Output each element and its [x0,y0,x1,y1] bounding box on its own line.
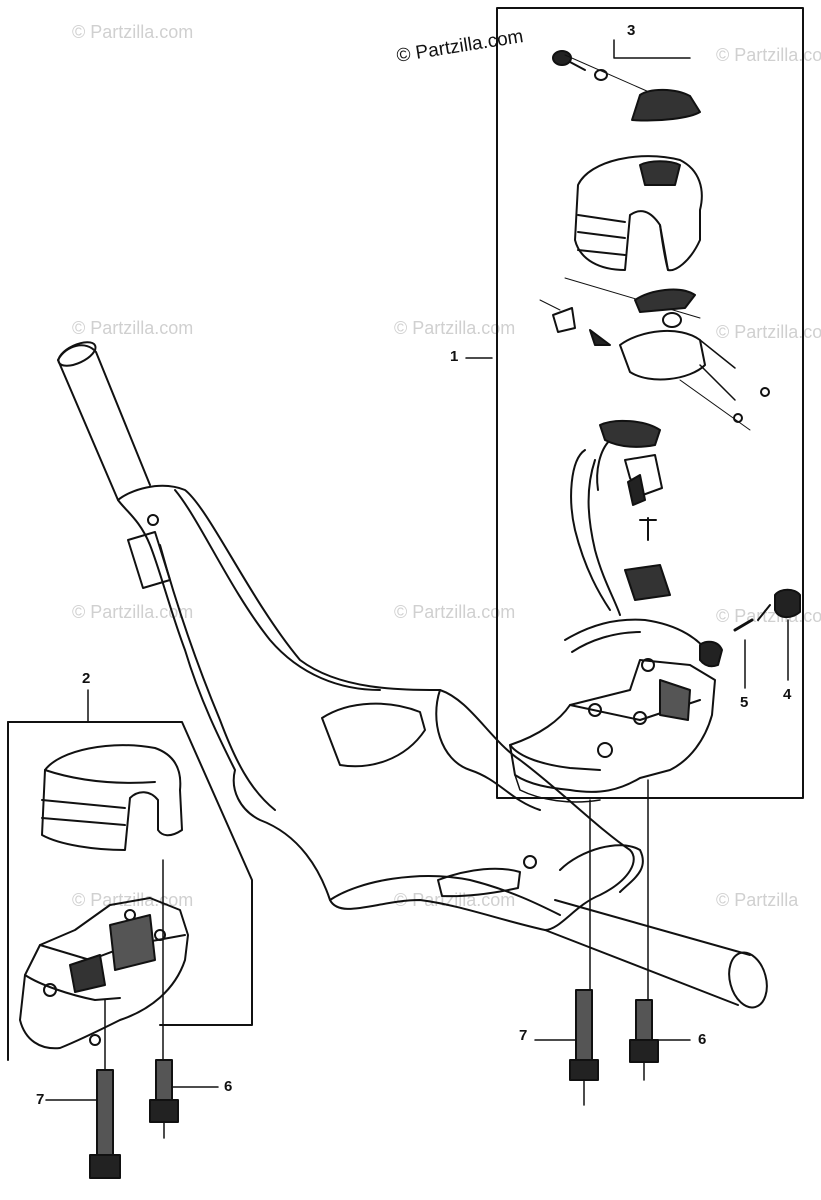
watermark: © Partzilla.com [716,45,821,65]
bolt-7-right [569,989,599,1106]
callout-5: 5 [740,694,749,711]
watermark: © Partzilla.com [394,318,516,338]
pin-and-spring [733,588,801,632]
callout-7-right: 7 [519,1027,528,1044]
screw-washer-group [552,50,701,122]
callout-6-right: 6 [698,1031,707,1048]
handlebar-cover [117,484,644,931]
watermark: © Partzilla.com [72,22,194,42]
lower-switch-housing [509,658,716,803]
callout-7-left: 7 [36,1091,45,1108]
watermark: © Partzilla.com [716,322,821,342]
bolt-6-left [149,1059,179,1139]
upper-switch-housing [574,155,703,272]
callout-1: 1 [450,348,459,365]
handlebar-tube [57,341,768,1009]
watermark: © Partzilla.com [72,318,194,338]
watermark: © Partzilla [716,890,799,910]
callout-4: 4 [783,686,792,703]
callout-2: 2 [82,670,91,687]
bolt-7-left [89,1069,121,1179]
left-clamp-frame [7,721,253,1026]
watermark: © Partzilla.com [394,602,516,622]
wire-harness [564,419,723,668]
callout-6-left: 6 [224,1078,233,1095]
callout-3: 3 [627,22,636,39]
watermark: © Partzilla.com [394,890,516,910]
switch-internals [539,277,770,431]
upper-clamp-cap [41,744,183,851]
bolt-6-right [629,999,659,1081]
lower-clamp-body [19,897,189,1050]
watermark: © Partzilla.com [72,602,194,622]
right-switch-assembly-frame [496,7,804,799]
